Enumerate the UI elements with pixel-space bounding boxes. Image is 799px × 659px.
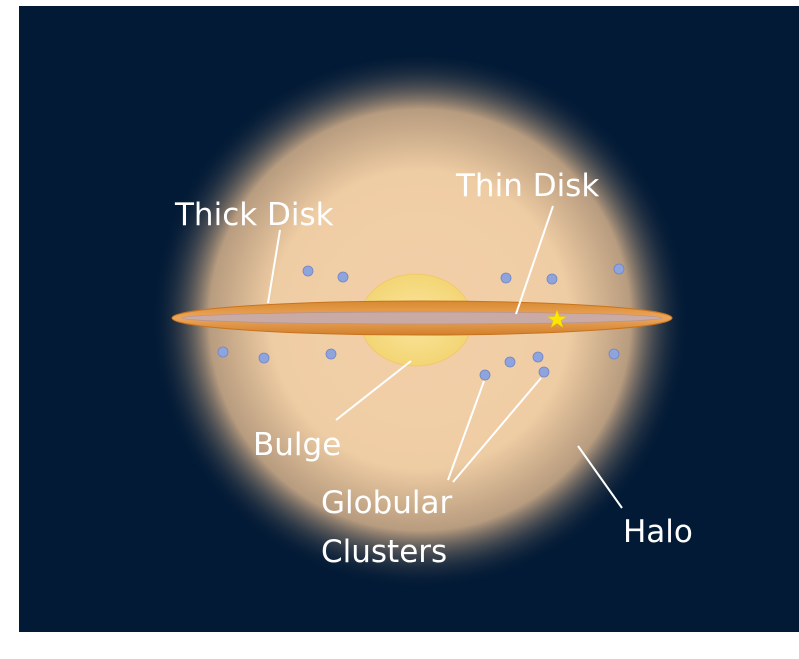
bulge-leader bbox=[335, 360, 412, 421]
globular-cluster bbox=[532, 351, 544, 363]
globular-cluster bbox=[325, 348, 337, 360]
globular-clusters bbox=[217, 263, 625, 381]
halo-leader bbox=[577, 445, 623, 509]
globular-cluster bbox=[538, 366, 550, 378]
thick-disk-leader bbox=[267, 229, 281, 304]
globular-cluster bbox=[613, 263, 625, 275]
globular-cluster bbox=[500, 272, 512, 284]
thin-disk-label: Thin Disk bbox=[455, 168, 599, 204]
globular-label-line1: Globular bbox=[321, 485, 453, 521]
globular-cluster bbox=[337, 271, 349, 283]
globular-cluster bbox=[302, 265, 314, 277]
globular-cluster bbox=[217, 346, 229, 358]
globular-cluster bbox=[608, 348, 620, 360]
thin-disk bbox=[181, 311, 663, 325]
globular-cluster bbox=[504, 356, 516, 368]
globular-leader-2 bbox=[452, 377, 542, 483]
bulge-label: Bulge bbox=[253, 427, 341, 463]
halo-label: Halo bbox=[623, 514, 693, 550]
globular-label-line2: Clusters bbox=[321, 534, 447, 570]
thin-disk-leader bbox=[515, 205, 554, 315]
globular-cluster bbox=[546, 273, 558, 285]
globular-cluster bbox=[479, 369, 491, 381]
leader-lines bbox=[267, 205, 623, 509]
globular-cluster bbox=[258, 352, 270, 364]
globular-leader-1 bbox=[447, 380, 485, 481]
sun-star-icon bbox=[546, 309, 568, 329]
thick-disk-label: Thick Disk bbox=[174, 197, 334, 233]
